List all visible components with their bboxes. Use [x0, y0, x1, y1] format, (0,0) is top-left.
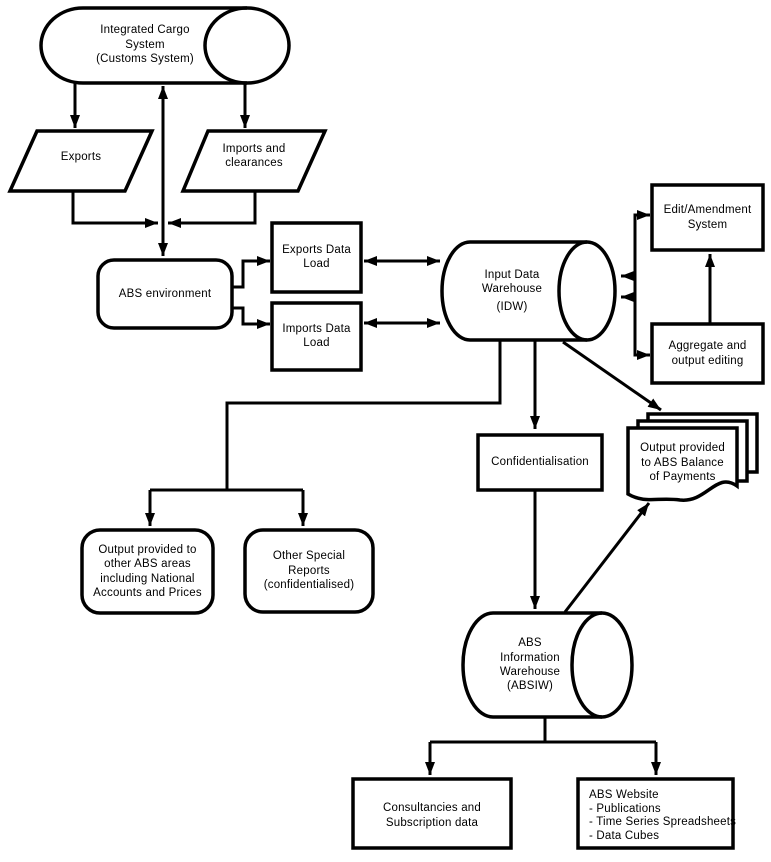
abs-website-shape	[576, 777, 735, 850]
arrow-exports-to-junction	[71, 191, 158, 228]
exports-parallelogram-shape	[7, 129, 155, 193]
imports-parallelogram-shape	[180, 129, 328, 193]
arrow-imports-to-junction	[168, 191, 257, 228]
edit-amendment-shape	[650, 183, 765, 252]
special-reports-shape	[243, 528, 375, 614]
arrow-idw-to-bop-output	[562, 340, 662, 412]
confidentialisation-shape	[476, 433, 604, 492]
arrow-absiw-to-bop-output	[563, 502, 651, 613]
idw-cylinder-shape	[440, 240, 617, 342]
absiw-cylinder-shape	[461, 611, 634, 719]
arrow-absenv-to-imports-load	[232, 306, 270, 329]
aggregate-editing-shape	[650, 322, 765, 385]
bop-document-stack-shape	[626, 412, 759, 502]
imports-data-load-shape	[270, 301, 363, 372]
consultancies-shape	[351, 777, 513, 850]
connector-idw-to-left-branch	[225, 340, 502, 490]
ics-cylinder-shape	[39, 6, 291, 85]
abs-environment-shape	[96, 258, 234, 330]
other-abs-output-shape	[80, 528, 215, 615]
exports-data-load-shape	[270, 221, 363, 294]
arrow-absenv-to-exports-load	[232, 256, 270, 289]
connector-idw-edit-aggregate-bus	[633, 210, 650, 360]
